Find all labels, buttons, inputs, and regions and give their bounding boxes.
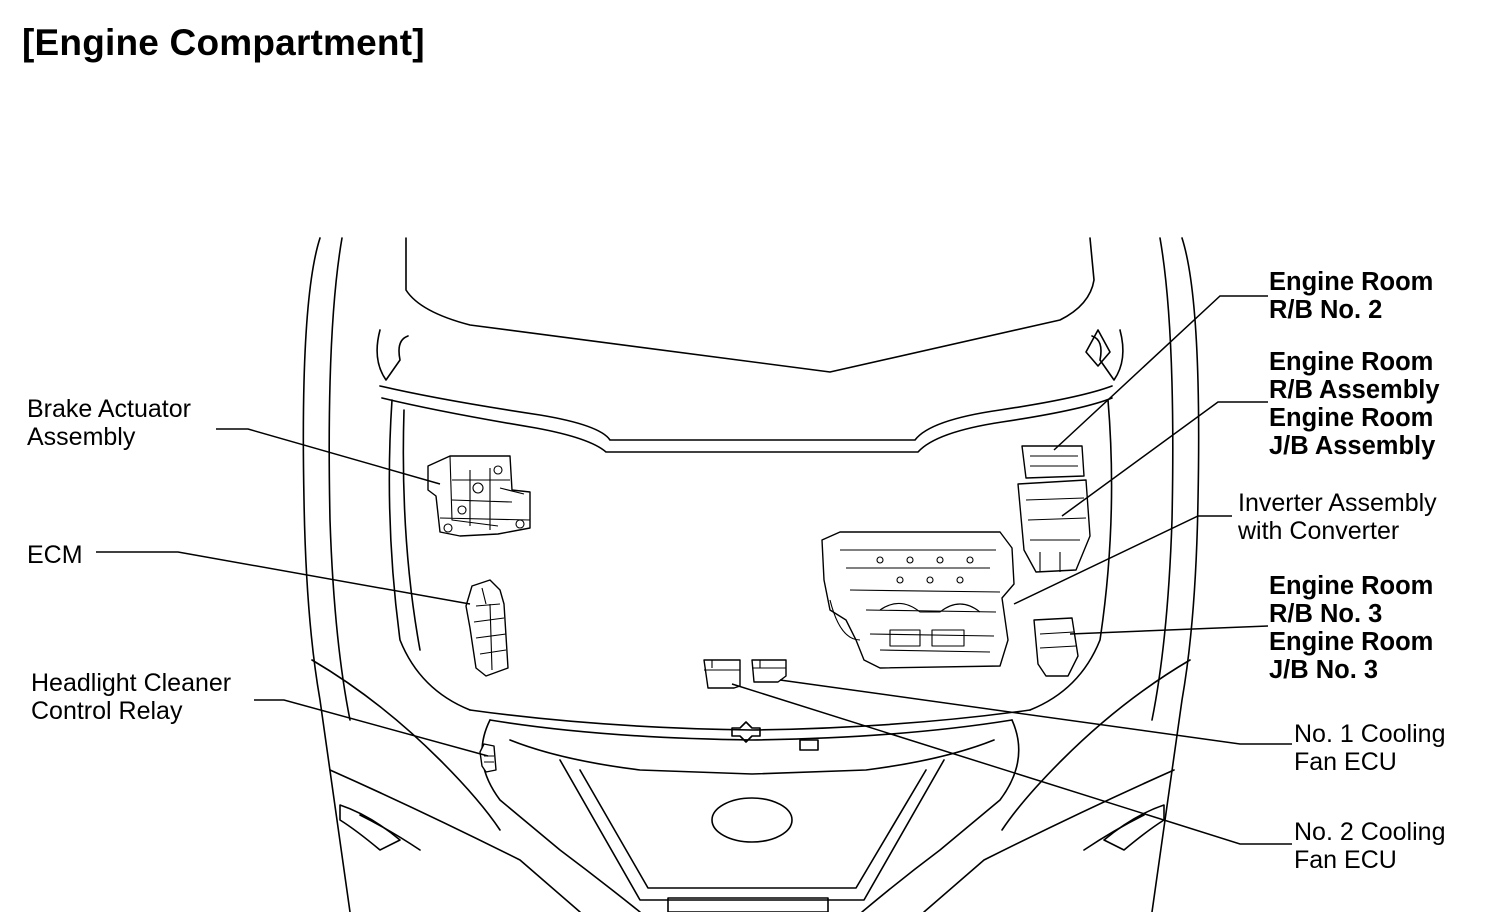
label-ecm: ECM [27, 541, 83, 569]
ecm-component [465, 579, 509, 677]
vehicle-body-outline [302, 237, 1200, 912]
inverter-engine-component [821, 531, 1015, 669]
headlight-cleaner-relay-component [479, 743, 497, 773]
cooling-fan-ecu-components [703, 659, 787, 689]
brake-actuator-component [427, 455, 531, 537]
relay-block-components [1017, 445, 1091, 677]
page-title: [Engine Compartment] [22, 22, 425, 63]
leader-lines [96, 295, 1292, 845]
